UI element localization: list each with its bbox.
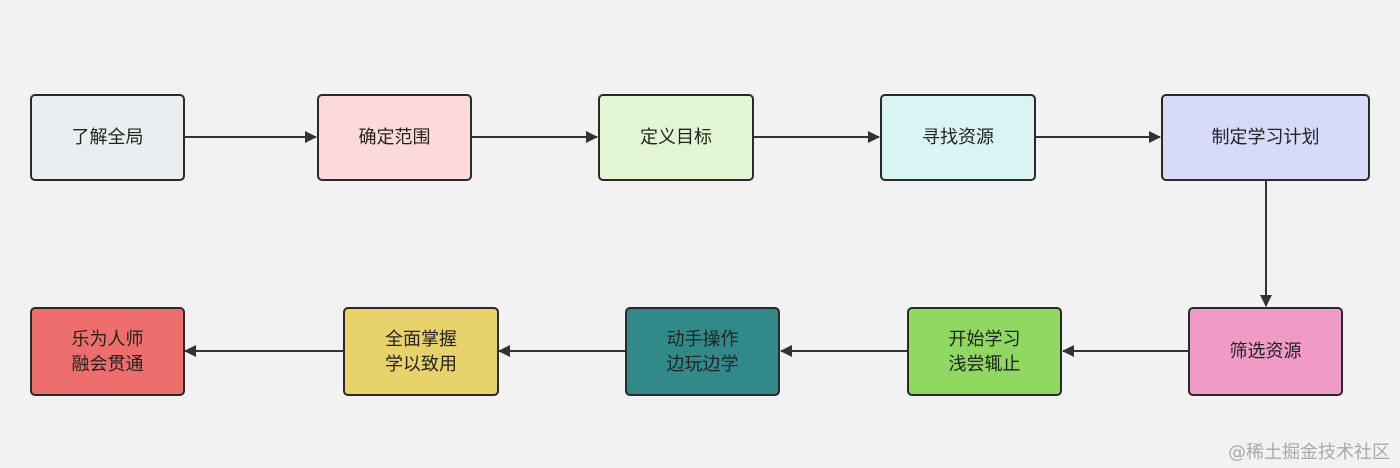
node-teach-others[interactable]: 乐为人师 融会贯通 bbox=[30, 307, 185, 396]
node-filter-resources[interactable]: 筛选资源 bbox=[1188, 307, 1343, 396]
node-define-goals[interactable]: 定义目标 bbox=[598, 94, 754, 181]
node-hands-on-practice[interactable]: 动手操作 边玩边学 bbox=[625, 307, 780, 396]
node-master-and-apply[interactable]: 全面掌握 学以致用 bbox=[343, 307, 499, 396]
node-define-scope[interactable]: 确定范围 bbox=[317, 94, 472, 181]
node-find-resources[interactable]: 寻找资源 bbox=[880, 94, 1036, 181]
node-understand-overview[interactable]: 了解全局 bbox=[30, 94, 185, 181]
node-start-learning[interactable]: 开始学习 浅尝辄止 bbox=[907, 307, 1062, 396]
watermark-text: @稀土掘金技术社区 bbox=[1228, 442, 1390, 463]
node-make-study-plan[interactable]: 制定学习计划 bbox=[1161, 94, 1370, 181]
